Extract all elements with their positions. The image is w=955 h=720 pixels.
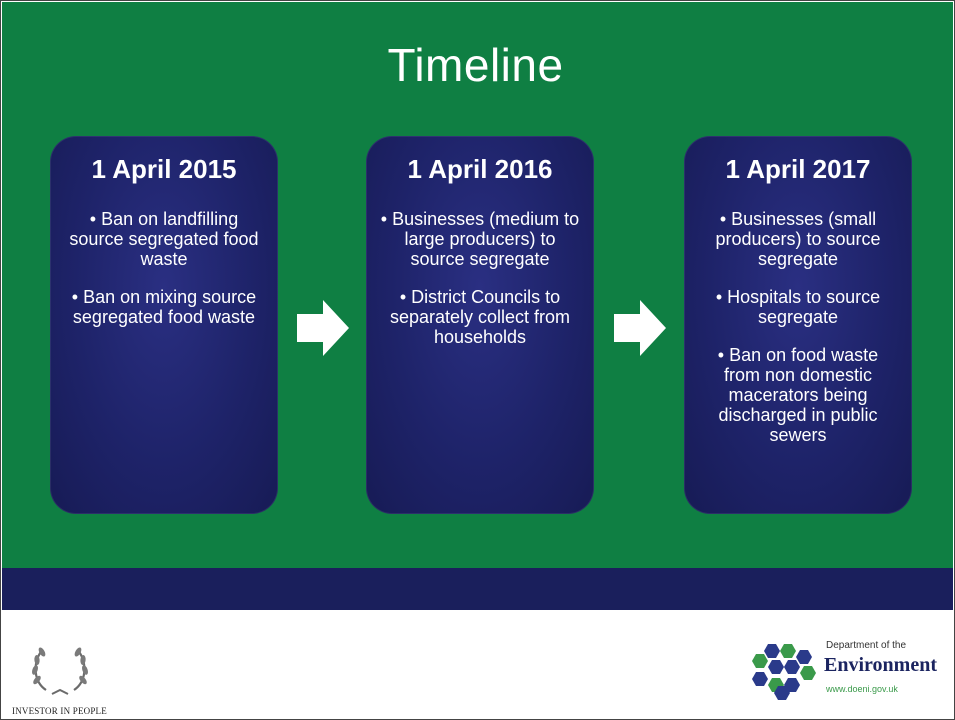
right-arrow-icon: [614, 300, 666, 356]
card-item: • Businesses (small producers) to source…: [715, 209, 881, 269]
timeline-card-2017: 1 April 2017 • Businesses (small produce…: [684, 136, 912, 514]
card-item: • Ban on landfilling source segregated f…: [69, 209, 259, 269]
card-items: • Businesses (medium to large producers)…: [380, 209, 580, 347]
timeline-card-2016: 1 April 2016 • Businesses (medium to lar…: [366, 136, 594, 514]
card-item: • Ban on food waste from non domestic ma…: [717, 345, 879, 445]
iip-logo-text: INVESTOR IN PEOPLE: [12, 706, 107, 716]
card-date: 1 April 2016: [407, 154, 553, 184]
card-date: 1 April 2015: [91, 154, 237, 184]
card-items: • Businesses (small producers) to source…: [698, 209, 898, 445]
footer-band: [2, 568, 953, 610]
doe-logo: Department of the Environment www.doeni.…: [748, 632, 954, 712]
card-item: • Ban on mixing source segregated food w…: [71, 287, 257, 327]
slide-title: Timeline: [387, 39, 564, 91]
doe-name-text: Environment: [824, 654, 937, 676]
card-items: • Ban on landfilling source segregated f…: [64, 209, 264, 327]
doe-dept-text: Department of the: [826, 640, 907, 651]
card-date: 1 April 2017: [725, 154, 871, 184]
card-item: • District Councils to separately collec…: [389, 287, 571, 347]
right-arrow-icon: [297, 300, 349, 356]
laurel-wreath-icon: [32, 647, 88, 695]
hexagon-cluster-icon: [752, 644, 816, 700]
card-item: • Hospitals to source segregate: [715, 287, 881, 327]
card-item: • Businesses (medium to large producers)…: [380, 209, 580, 269]
investor-in-people-logo: INVESTOR IN PEOPLE: [8, 640, 158, 716]
doe-url-text: www.doeni.gov.uk: [826, 684, 898, 694]
timeline-card-2015: 1 April 2015 • Ban on landfilling source…: [50, 136, 278, 514]
